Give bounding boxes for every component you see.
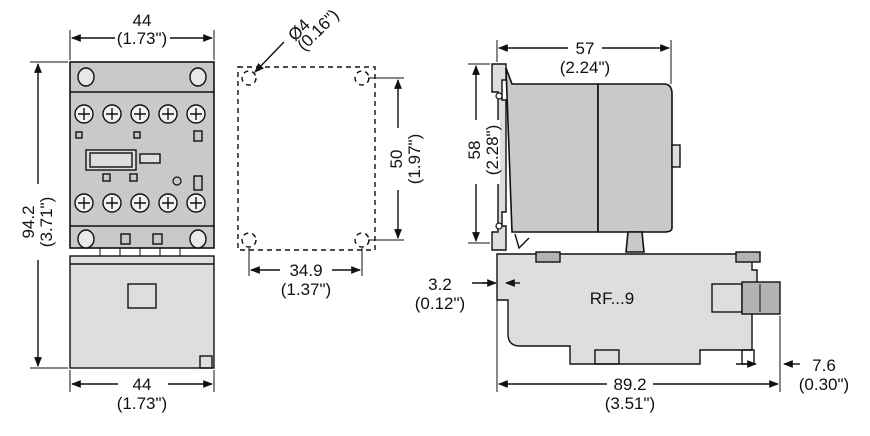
bottom-width-in: (1.73") [117, 394, 167, 413]
front-view: 44 (1.73") [19, 11, 215, 413]
total-height-mm: 94.2 [19, 205, 38, 238]
total-height-in: (3.71") [37, 197, 56, 247]
relay-protrusion-mm: 7.6 [812, 356, 836, 375]
relay-module-front [69, 255, 215, 369]
side-depth-mm: 57 [576, 39, 595, 58]
overall-depth-mm: 89.2 [613, 375, 646, 394]
bottom-width-mm: 44 [133, 375, 152, 394]
drilling-template: Ø4 (0.16") 50 (1.97") 34.9 (1.37") [237, 6, 424, 299]
bottom-terminals [74, 193, 206, 213]
side-depth-in: (2.24") [560, 58, 610, 77]
top-width-mm: 44 [133, 11, 152, 30]
top-terminals [74, 104, 206, 124]
contactor-side [505, 67, 599, 233]
hole-spacing-v-in: (1.97") [405, 134, 424, 184]
relay-offset-mm: 3.2 [428, 275, 452, 294]
hole-spacing-v-mm: 50 [387, 150, 406, 169]
relay-offset-in: (0.12") [415, 294, 465, 313]
auxiliary-block-side [597, 83, 673, 233]
relay-label: RF...9 [590, 289, 634, 308]
top-width-in: (1.73") [117, 29, 167, 48]
side-view: 57 (2.24") 58 (2.28") RF...9 3. [415, 38, 849, 413]
side-height-in: (2.28") [483, 125, 502, 175]
side-height-mm: 58 [465, 141, 484, 160]
hole-spacing-h-in: (1.37") [281, 280, 331, 299]
relay-protrusion-in: (0.30") [799, 375, 849, 394]
reset-button [741, 281, 781, 315]
hole-spacing-h-mm: 34.9 [289, 261, 322, 280]
overall-depth-in: (3.51") [605, 394, 655, 413]
